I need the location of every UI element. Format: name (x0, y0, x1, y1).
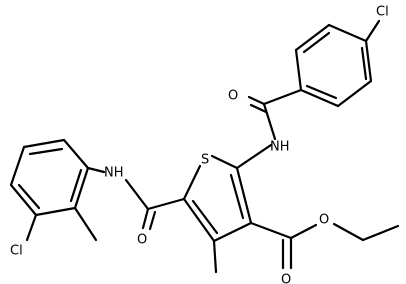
bond (34, 206, 77, 217)
bond-inner (360, 46, 368, 81)
bond (212, 239, 218, 274)
oxygen-label-ester-single: O (319, 213, 329, 228)
chlorine-label-left: Cl (10, 244, 23, 259)
bond-inner (305, 84, 338, 100)
bond (262, 102, 277, 141)
oxygen-label-amide-top: O (228, 89, 238, 104)
bond (336, 79, 373, 108)
bond (235, 143, 273, 170)
bond (299, 88, 340, 108)
bond (124, 178, 150, 211)
bond (289, 223, 318, 240)
bond (262, 88, 303, 106)
bond (364, 19, 381, 43)
nh-label-left: NH (104, 166, 124, 181)
bond-inner (191, 199, 219, 235)
bond (212, 221, 253, 243)
bond (86, 166, 106, 174)
bond (294, 48, 303, 92)
chlorine-label-top: Cl (376, 5, 389, 20)
bond (182, 164, 202, 201)
bond (327, 23, 368, 43)
bond (364, 39, 373, 83)
bond (9, 145, 26, 187)
bond (22, 138, 66, 149)
bond (73, 206, 98, 242)
bond (146, 197, 186, 211)
bond (148, 210, 157, 231)
bond (210, 154, 239, 170)
bond (247, 95, 266, 106)
bond (73, 166, 90, 210)
bond-inner (28, 147, 64, 156)
bond-inner (17, 183, 41, 210)
nh-label-top: NH (270, 140, 290, 155)
bond (249, 221, 293, 240)
bond (25, 213, 38, 242)
atom-labels: Cl O NH S NH Cl O O O (10, 5, 389, 284)
bond (361, 224, 400, 242)
oxygen-label-ester-double: O (281, 273, 291, 284)
bond (332, 222, 365, 242)
bond (235, 166, 253, 225)
bond (294, 23, 331, 52)
bond-inner (69, 168, 83, 203)
sulfur-label: S (201, 153, 209, 168)
bond-inner (229, 173, 245, 220)
bond-inner (302, 31, 331, 54)
bond (9, 183, 38, 217)
bond (141, 207, 150, 230)
bond-lines (9, 19, 400, 274)
bond (62, 138, 90, 170)
bond (182, 197, 216, 243)
bond (249, 103, 268, 114)
oxygen-label-amide-bottom: O (137, 233, 147, 248)
